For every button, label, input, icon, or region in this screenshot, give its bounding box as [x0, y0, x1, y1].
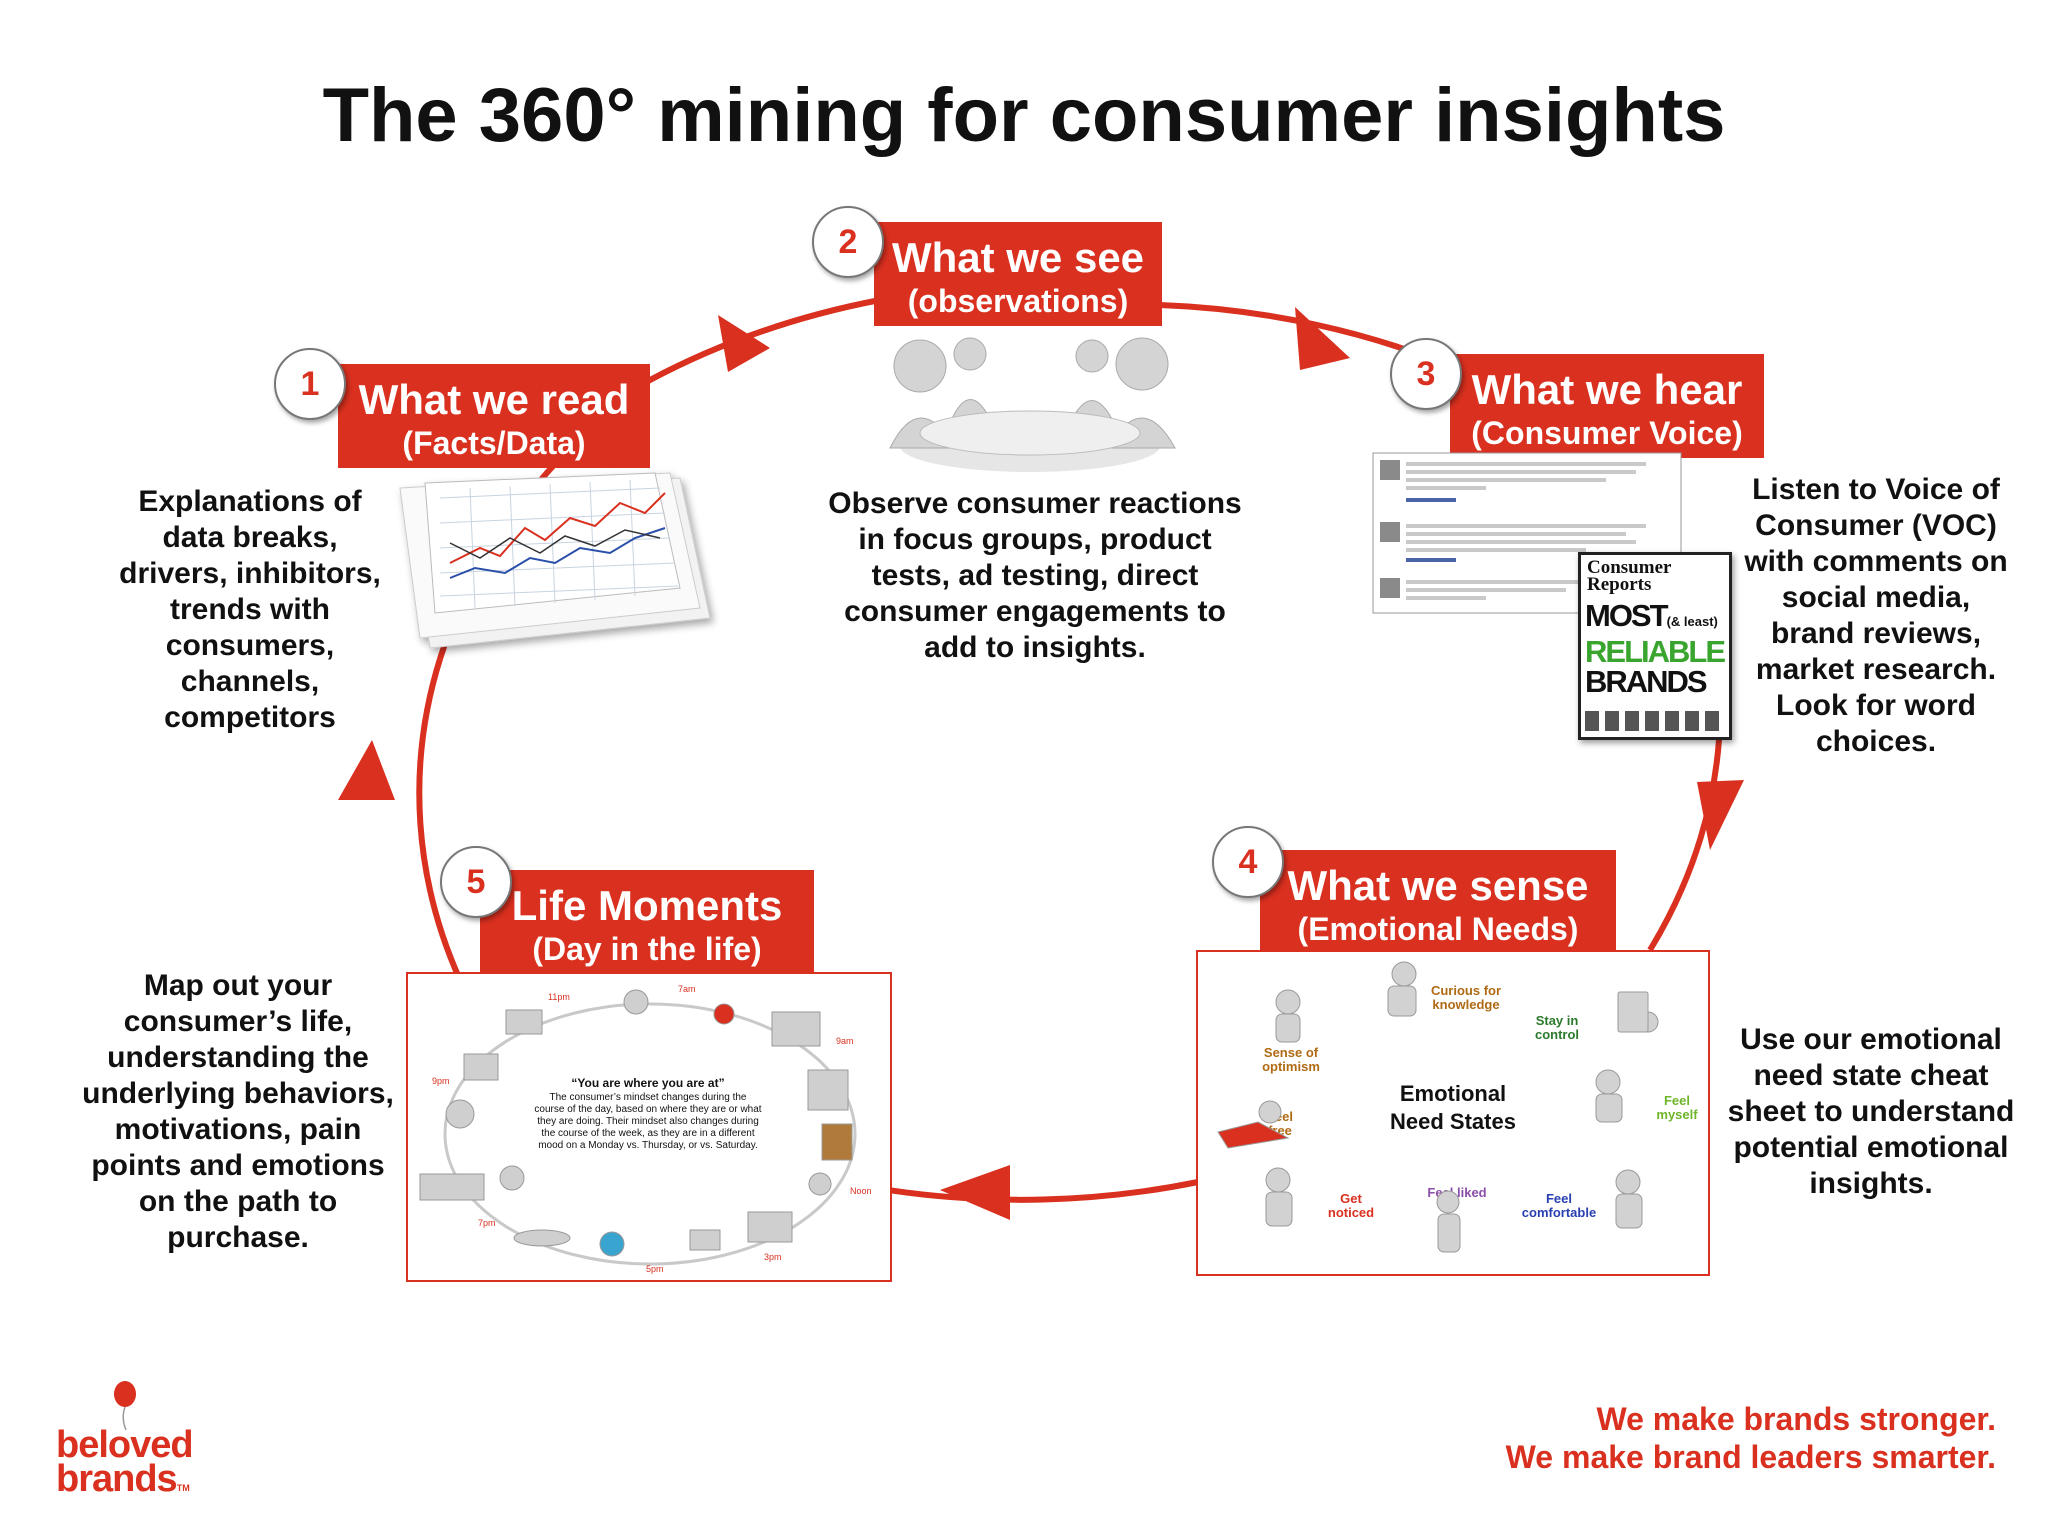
- logo-line2: brands: [56, 1458, 178, 1500]
- stage-4-subtitle: (Emotional Needs): [1297, 911, 1579, 947]
- page-title: The 360° mining for consumer insights: [322, 73, 1726, 158]
- stage-4-title: What we sense: [1287, 862, 1589, 909]
- magazine-headline-reliable: RELIABLE: [1585, 634, 1726, 669]
- emotional-needs-panel: Emotional Need States Curious for knowle…: [1196, 950, 1710, 1276]
- time-7am: 7am: [678, 984, 696, 994]
- day-cycle-ring: [419, 989, 857, 1266]
- magazine-headline-most: MOST: [1585, 598, 1669, 633]
- time-3pm: 3pm: [764, 1252, 782, 1262]
- time-7pm: 7pm: [478, 1218, 496, 1228]
- emotional-figures: [1217, 961, 1659, 1253]
- life-moments-quote: “You are where you are at”: [571, 1076, 725, 1090]
- stage-1-description: Explanations of data breaks, drivers, in…: [119, 485, 381, 734]
- time-9pm: 9pm: [432, 1076, 450, 1086]
- stage-5-subtitle: (Day in the life): [532, 931, 762, 967]
- need-curious: Curious for knowledge: [1430, 983, 1502, 1012]
- time-11pm: 11pm: [548, 992, 570, 1002]
- stage-2-description: Observe consumer reactions in focus grou…: [828, 487, 1242, 664]
- need-noticed: Get noticed: [1327, 1191, 1375, 1220]
- arrow-head: [1295, 307, 1350, 370]
- balloon-icon: [114, 1381, 136, 1431]
- focus-group-image: [889, 337, 1176, 472]
- stage-2-box: What we see (observations): [874, 222, 1162, 326]
- stage-5-box: Life Moments (Day in the life): [480, 870, 814, 974]
- need-control: Stay in control: [1534, 1013, 1580, 1042]
- magazine-brand-line2: Reports: [1587, 574, 1652, 595]
- logo-tm: TM: [176, 1483, 190, 1493]
- stage-3-box: What we hear (Consumer Voice): [1450, 354, 1764, 458]
- stage-5-number: 5: [440, 846, 512, 918]
- stage-2-subtitle: (observations): [907, 283, 1129, 319]
- magazine-products: [1585, 711, 1721, 731]
- stage-1-number: 1: [274, 348, 346, 420]
- emotional-center-label: Emotional Need States: [1390, 1081, 1516, 1134]
- stage-4-number: 4: [1212, 826, 1284, 898]
- need-comfortable: Feel comfortable: [1521, 1191, 1597, 1220]
- stage-2-number: 2: [812, 206, 884, 278]
- cycle-arc: [648, 297, 881, 383]
- stage-3-description: Listen to Voice of Consumer (VOC) with c…: [1744, 473, 2008, 758]
- stage-3-subtitle: (Consumer Voice): [1471, 415, 1743, 451]
- time-noon: Noon: [850, 1186, 872, 1196]
- time-9am: 9am: [836, 1036, 854, 1046]
- magazine-brand-line1: Consumer: [1587, 557, 1672, 578]
- stage-4-box: What we sense (Emotional Needs): [1260, 850, 1616, 954]
- arrow-head: [1697, 780, 1744, 850]
- life-moments-panel: 7am 9am Noon 3pm 5pm 7pm 9pm 11pm “You a…: [406, 972, 892, 1282]
- cycle-arc: [887, 1179, 1199, 1203]
- stage-4-description: Use our emotional need state cheat sheet…: [1727, 1023, 2015, 1200]
- arrow-head: [940, 1165, 1010, 1220]
- stage-1-title: What we read: [358, 376, 630, 423]
- need-myself: Feel myself: [1656, 1093, 1698, 1122]
- consumer-reports-magazine: Consumer Reports MOST(& least) RELIABLE …: [1578, 552, 1732, 740]
- stage-5-title: Life Moments: [511, 882, 783, 929]
- tagline-1: We make brands stronger.: [1596, 1401, 1996, 1437]
- life-moments-body: The consumer’s mindset changes during th…: [534, 1092, 762, 1151]
- tagline-2: We make brand leaders smarter.: [1505, 1439, 1996, 1475]
- stage-3-number: 3: [1390, 338, 1462, 410]
- data-charts-image: [399, 472, 711, 649]
- stage-2-title: What we see: [891, 234, 1145, 281]
- time-5pm: 5pm: [646, 1264, 664, 1274]
- magazine-headline: MOST(& least) RELIABLE BRANDS: [1581, 593, 1729, 697]
- arrow-head: [718, 315, 770, 372]
- magazine-headline-least: (& least): [1666, 614, 1718, 629]
- stage-5-description: Map out your consumer’s life, understand…: [82, 969, 394, 1254]
- stage-1-box: What we read (Facts/Data): [338, 364, 650, 468]
- taglines: We make brands stronger. We make brand l…: [1506, 1400, 1996, 1476]
- stage-1-subtitle: (Facts/Data): [402, 425, 586, 461]
- magazine-brand: Consumer Reports: [1581, 555, 1729, 595]
- magazine-headline-brands: BRANDS: [1585, 664, 1708, 699]
- stage-3-title: What we hear: [1471, 366, 1743, 413]
- cycle-arc: [1647, 719, 1723, 952]
- beloved-brands-logo: beloved brandsTM: [56, 1426, 194, 1505]
- need-optimism: Sense of optimism: [1262, 1045, 1320, 1074]
- logo-line1: beloved: [56, 1424, 194, 1466]
- arrow-head: [338, 740, 395, 800]
